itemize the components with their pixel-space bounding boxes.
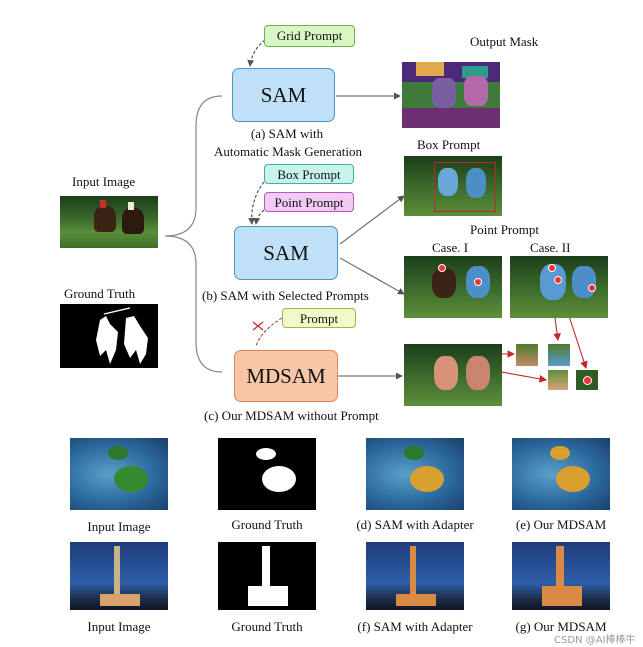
row2-gt-label: Ground Truth — [231, 619, 303, 634]
row1-adapter-label: (d) SAM with Adapter — [356, 517, 474, 532]
box-prompt-caption: Box Prompt — [417, 137, 481, 152]
row2-ours-label: (g) Our MDSAM — [515, 619, 607, 634]
box-prompt-image — [404, 156, 502, 216]
mdsam-label: MDSAM — [246, 363, 326, 388]
sam-module-top: SAM — [232, 68, 335, 122]
output-mask-label: Output Mask — [470, 34, 539, 49]
automatic-mask-image — [402, 62, 500, 128]
sam-mid-label: SAM — [263, 240, 309, 265]
tower-input-image — [70, 542, 168, 610]
polo-ground-truth-mask — [60, 304, 158, 368]
case-one-image — [404, 256, 502, 318]
box-prompt-box: Box Prompt — [264, 164, 354, 184]
caption-a-line2: Automatic Mask Generation — [213, 144, 362, 159]
caption-a-line1: (a) SAM with — [250, 126, 324, 141]
row1-input-label: Input Image — [87, 519, 151, 534]
case-one-label: Case. I — [432, 240, 469, 255]
sam-top-label: SAM — [260, 82, 307, 107]
row1-gt-label: Ground Truth — [231, 517, 303, 532]
island-adapter-output — [366, 438, 464, 510]
row2-adapter-label: (f) SAM with Adapter — [357, 619, 473, 634]
row1-ours-label: (e) Our MDSAM — [515, 517, 607, 532]
sam-module-mid: SAM — [234, 226, 338, 280]
tower-mdsam-output — [512, 542, 610, 610]
point-prompt-box: Point Prompt — [264, 192, 354, 212]
tower-ground-truth — [218, 542, 316, 610]
island-input-image — [70, 438, 168, 510]
row2-input-label: Input Image — [87, 619, 151, 634]
grid-prompt-label: Grid Prompt — [276, 28, 343, 43]
caption-b: (b) SAM with Selected Prompts — [202, 288, 369, 303]
tower-adapter-output — [366, 542, 464, 610]
island-ground-truth — [218, 438, 316, 510]
watermark: CSDN @AI棒棒牛 — [554, 635, 636, 646]
zoom-crop-4 — [576, 370, 598, 390]
polo-input-image — [60, 196, 158, 248]
zoom-crop-3 — [548, 370, 568, 390]
mdsam-output-image — [404, 344, 502, 406]
point-prompt-caption: Point Prompt — [470, 222, 539, 237]
mdsam-module: MDSAM — [234, 350, 338, 402]
caption-c: (c) Our MDSAM without Prompt — [204, 408, 379, 423]
point-prompt-label: Point Prompt — [274, 195, 344, 210]
island-mdsam-output — [512, 438, 610, 510]
zoom-crop-1 — [516, 344, 538, 366]
prompt-box: Prompt — [282, 308, 356, 328]
case-two-label: Case. II — [530, 240, 571, 255]
prompt-label: Prompt — [299, 311, 339, 326]
grid-prompt-box: Grid Prompt — [264, 25, 355, 47]
case-two-image — [510, 256, 608, 318]
box-prompt-label: Box Prompt — [277, 167, 341, 182]
ground-truth-label: Ground Truth — [64, 286, 136, 301]
zoom-crop-2 — [548, 344, 570, 366]
input-image-label: Input Image — [72, 174, 136, 189]
